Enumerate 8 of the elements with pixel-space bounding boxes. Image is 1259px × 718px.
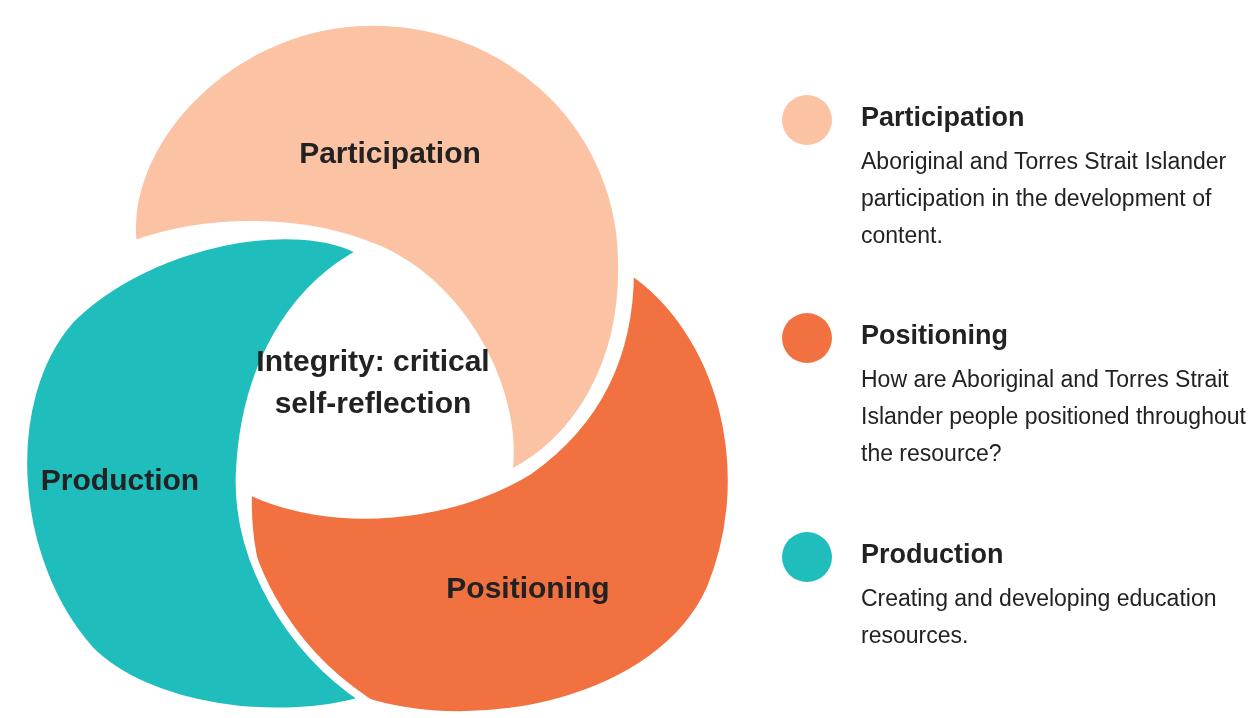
region-label: Participation <box>299 136 481 170</box>
legend-heading: Production <box>861 539 1004 570</box>
legend-description: Aboriginal and Torres Strait Islander participation in the development of content. <box>861 147 1228 250</box>
legend-description: How are Aboriginal and Torres Strait Islander people positioned throughout the resource? <box>861 365 1247 468</box>
legend-heading: Positioning <box>861 320 1008 351</box>
legend-description: Creating and developing education resources. <box>861 584 1218 650</box>
legend-heading: Participation <box>861 102 1025 133</box>
region-label: Positioning <box>446 571 610 605</box>
